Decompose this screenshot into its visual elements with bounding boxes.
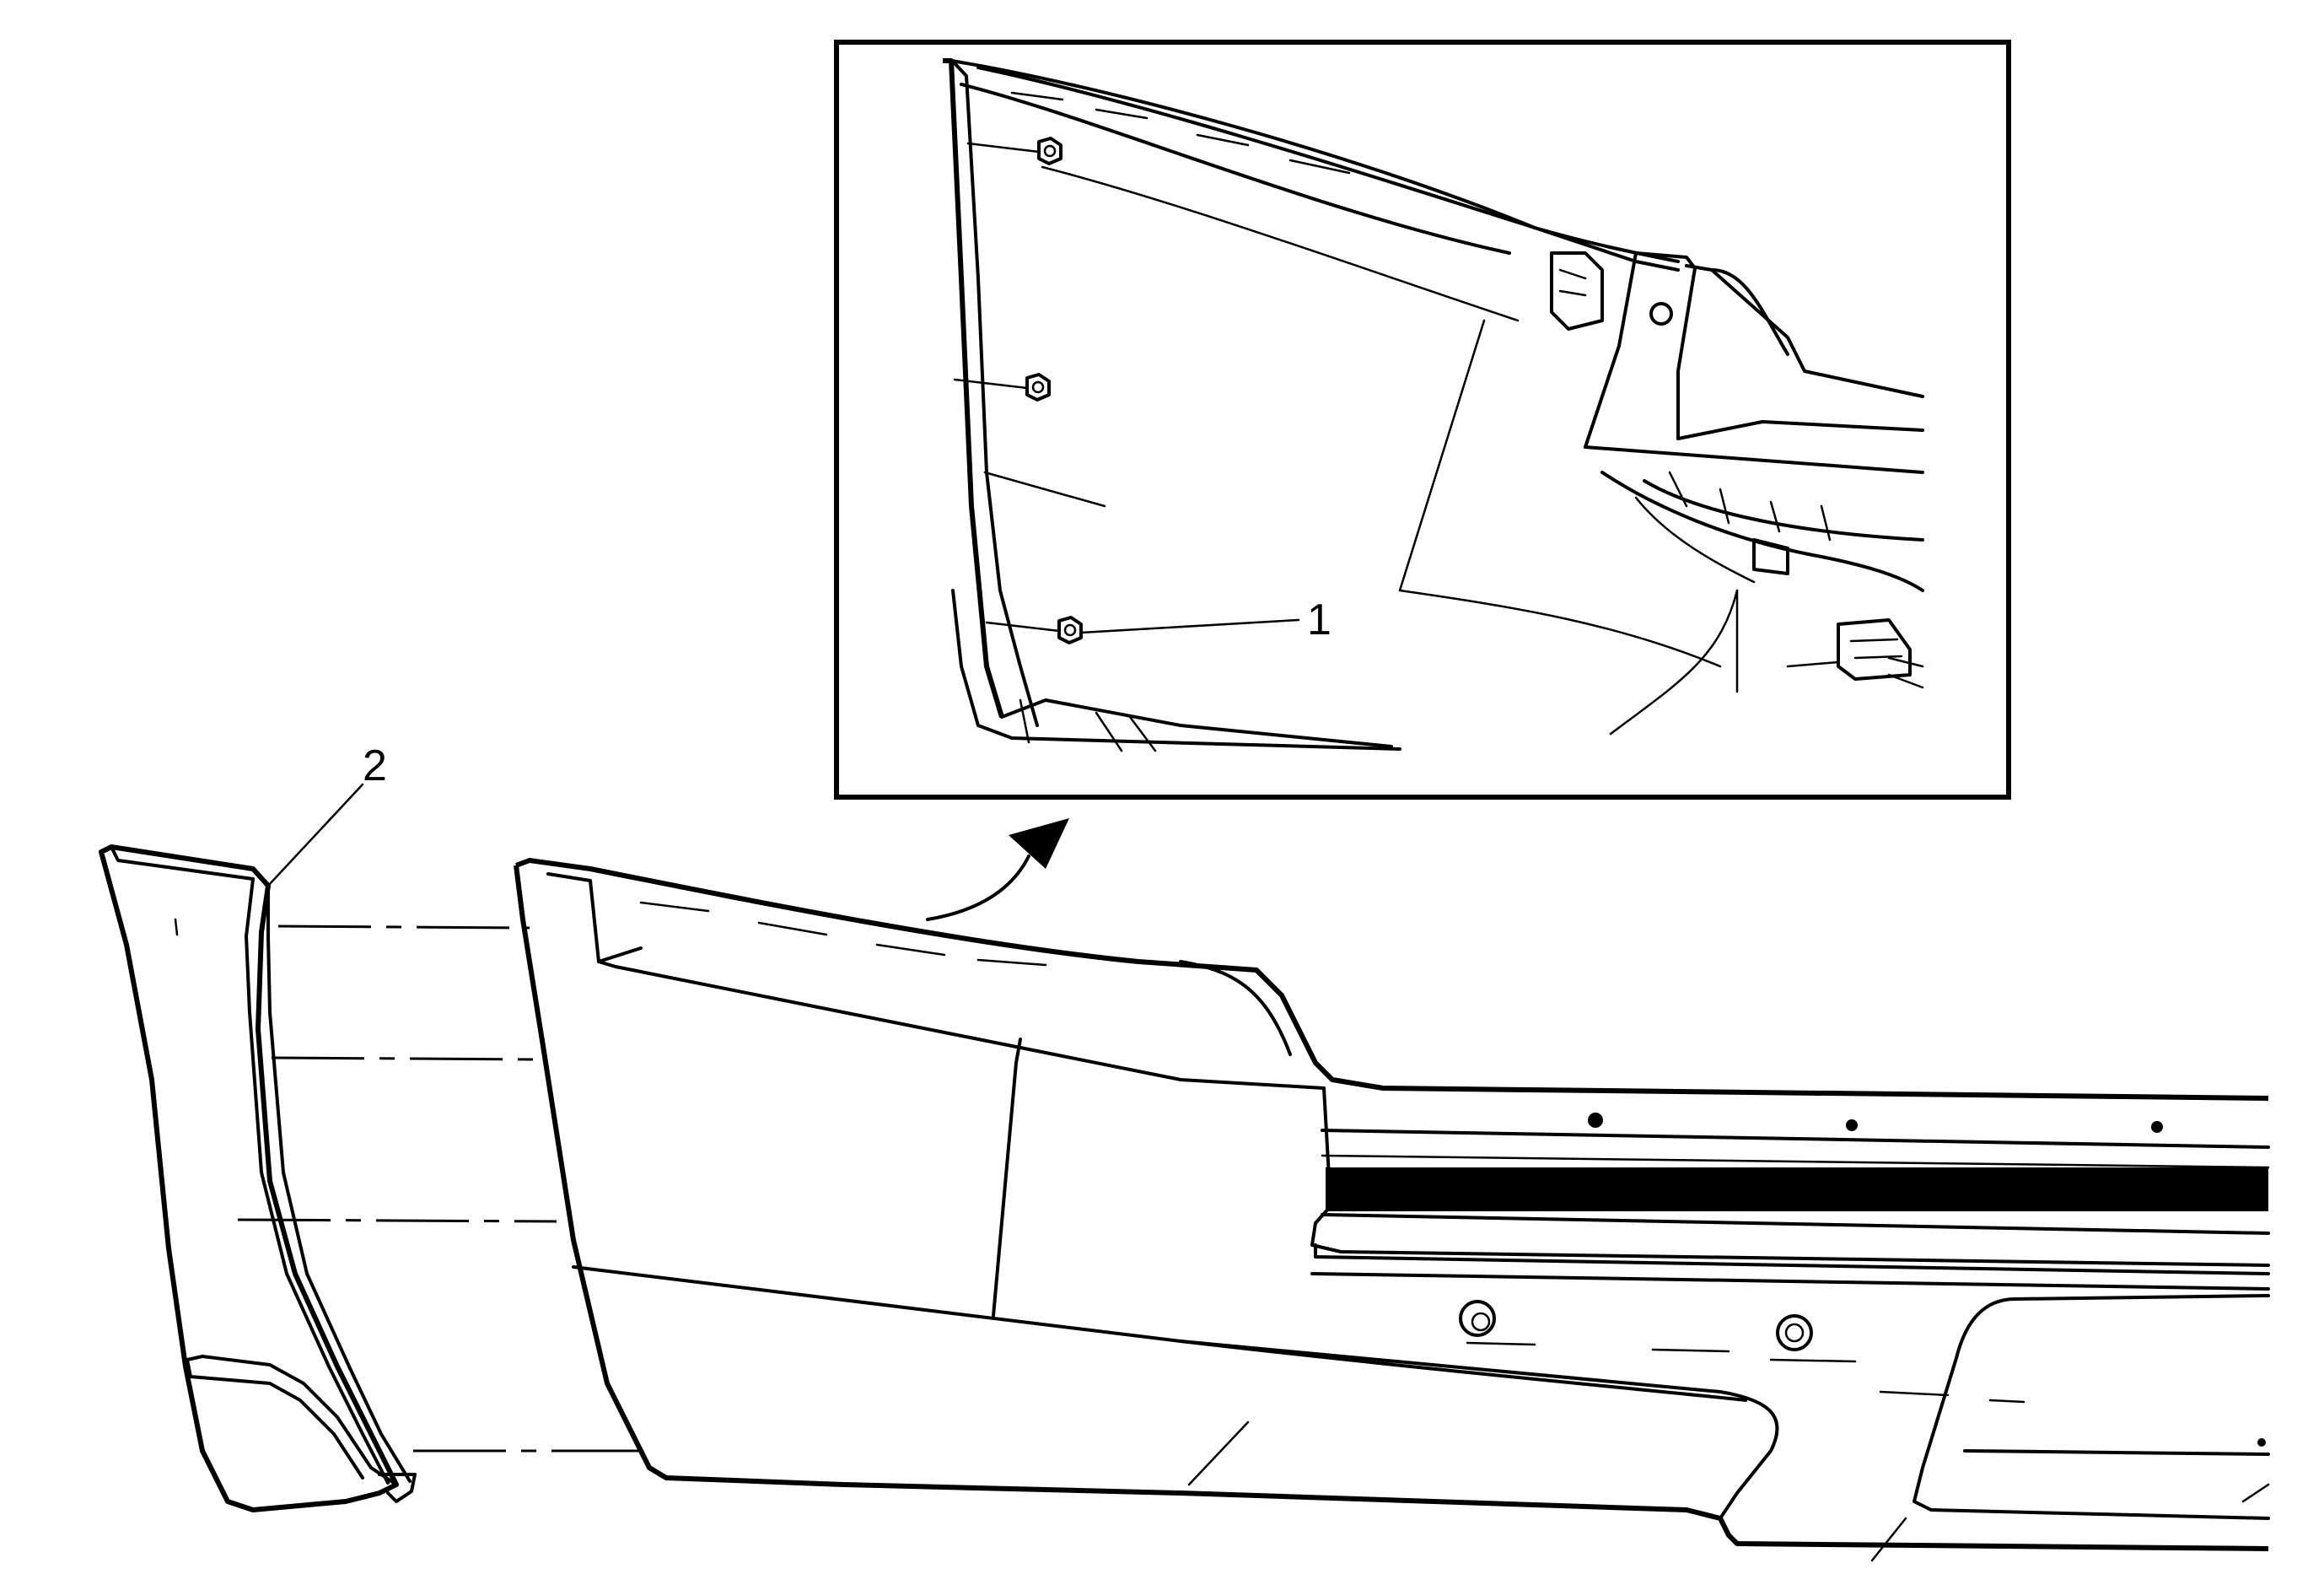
assembly-centerlines [237,924,641,1453]
inset-frame [834,40,2011,800]
inset-nut-lower [985,616,1083,644]
detail-inset: 1 [834,40,2011,800]
license-recess [1326,1167,2268,1211]
callout-1: 1 [1079,596,1331,644]
fascia-hole-3 [2151,1121,2163,1133]
inset-nut-upper [966,137,1062,165]
park-assist-sensor-right [1776,1314,1813,1351]
inset-nut-middle [953,373,1051,402]
inset-fascia-corner [943,58,1739,752]
detail-arrow [926,818,1069,921]
callout-2-leader [266,783,364,887]
fascia-end-cap: 2 [99,741,417,1512]
park-assist-sensor-left [1459,1300,1496,1337]
rear-bumper-fascia [514,858,2270,1562]
callout-2: 2 [266,741,387,887]
fascia-hole-2 [1846,1119,1858,1131]
callout-1-leader [1079,618,1300,634]
callout-2-label: 2 [363,741,387,790]
callout-1-label: 1 [1307,596,1331,644]
inset-bracket [1550,251,1924,689]
fascia-hole-1 [1588,1113,1603,1128]
